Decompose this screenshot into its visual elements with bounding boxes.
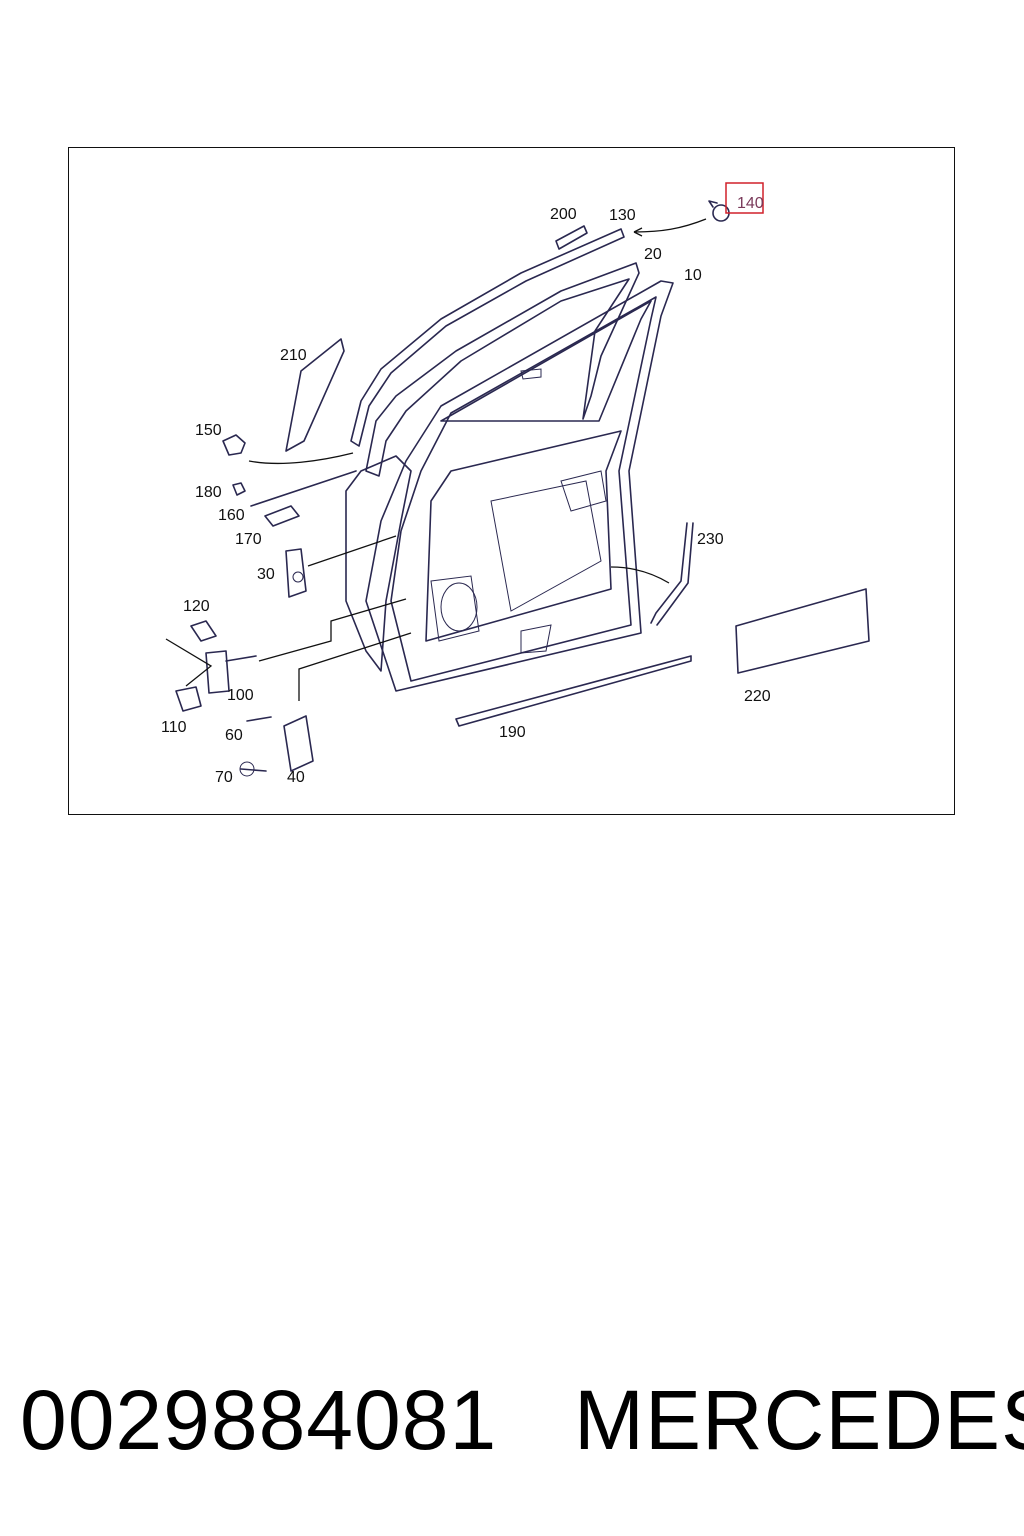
door-lock-part — [239, 715, 314, 777]
callout-10: 10 — [684, 267, 702, 284]
highlight-box — [725, 182, 764, 214]
callout-150: 150 — [195, 422, 222, 439]
callout-220: 220 — [744, 688, 771, 705]
brand-text: MERCEDES — [574, 1373, 1024, 1467]
b-pillar-trim-part — [555, 225, 588, 250]
bracket-part — [264, 505, 300, 527]
lower-hinge-part — [175, 620, 257, 712]
callout-70: 70 — [215, 769, 233, 786]
callout-110: 110 — [161, 719, 187, 736]
callout-120: 120 — [183, 598, 210, 615]
pillar-cover-part — [285, 338, 345, 452]
callout-160: 160 — [218, 507, 245, 524]
part-number-text: 0029884081 — [20, 1373, 498, 1467]
callout-200: 200 — [550, 206, 577, 223]
callout-180: 180 — [195, 484, 222, 501]
callout-170: 170 — [235, 531, 262, 548]
callout-30: 30 — [257, 566, 275, 583]
callout-190: 190 — [499, 724, 526, 741]
window-seal-part — [365, 262, 640, 477]
callout-130: 130 — [609, 207, 636, 224]
hose-part — [650, 522, 694, 626]
callout-60: 60 — [225, 727, 243, 744]
screw-part — [232, 482, 246, 496]
callout-210: 210 — [280, 347, 307, 364]
door-exploded-diagram: 140 200 130 20 10 210 150 180 160 170 30… — [161, 182, 870, 786]
door-shell-part — [345, 280, 674, 692]
footer-caption: 0029884081 MERCEDES — [0, 1370, 1024, 1470]
upper-hinge-part — [285, 548, 307, 598]
diagram-frame: 140 200 130 20 10 210 150 180 160 170 30… — [68, 147, 955, 815]
callout-230: 230 — [697, 531, 724, 548]
callout-20: 20 — [644, 246, 662, 263]
clip-arrow — [633, 218, 707, 233]
push-clip-arrow — [248, 452, 354, 465]
trim-strip-part — [350, 228, 625, 447]
callout-40: 40 — [287, 769, 305, 786]
panel-part — [735, 588, 870, 674]
lower-strip-part — [455, 655, 692, 727]
callout-140: 140 — [737, 195, 764, 212]
push-clip-part — [222, 434, 246, 456]
rod-part — [250, 470, 357, 507]
callout-100: 100 — [227, 687, 254, 704]
